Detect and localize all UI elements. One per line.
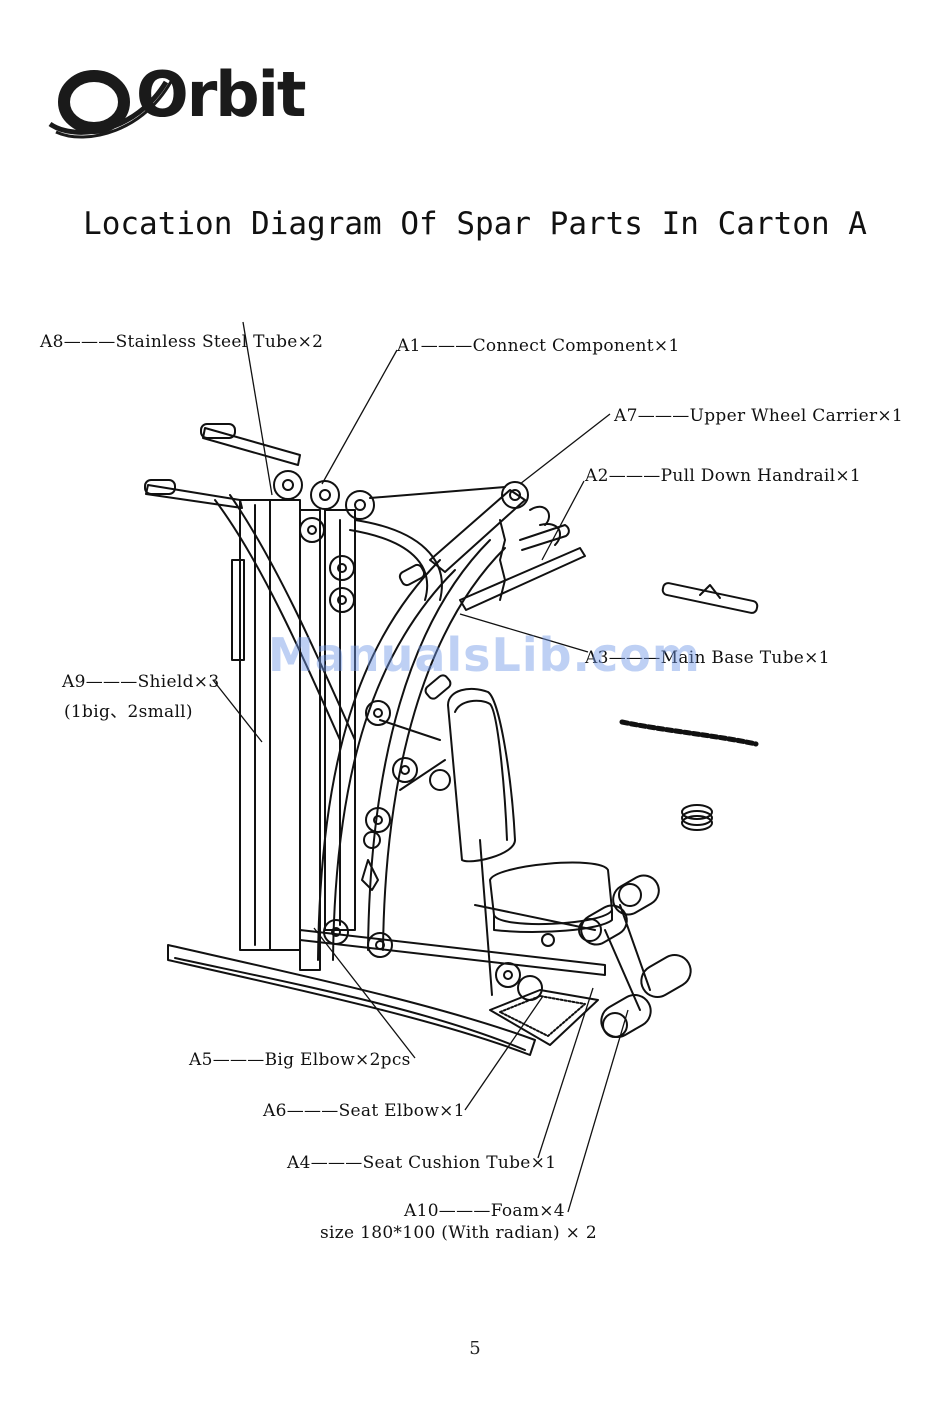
label-a5: A5———Big Elbow×2pcs xyxy=(189,1050,411,1070)
label-a10-detail: size 180*100 (With radian) × 2 xyxy=(320,1223,597,1243)
label-a9-detail: (1big、2small) xyxy=(64,702,193,722)
label-a4: A4———Seat Cushion Tube×1 xyxy=(287,1153,557,1173)
label-a3: A3———Main Base Tube×1 xyxy=(585,648,830,668)
label-a8: A8———Stainless Steel Tube×2 xyxy=(40,332,324,352)
label-a10: A10———Foam×4 xyxy=(404,1201,565,1221)
brand-name: Orbit xyxy=(136,58,307,131)
label-a2: A2———Pull Down Handrail×1 xyxy=(585,466,862,486)
label-a1: A1———Connect Component×1 xyxy=(397,336,680,356)
label-a9: A9———Shield×3 xyxy=(62,672,220,692)
watermark: ManualsLib.com xyxy=(268,628,701,682)
page-number: 5 xyxy=(469,1338,481,1359)
orbit-logo-icon xyxy=(48,70,176,139)
page-title: Location Diagram Of Spar Parts In Carton… xyxy=(83,206,867,242)
label-a6: A6———Seat Elbow×1 xyxy=(263,1101,465,1121)
label-a7: A7———Upper Wheel Carrier×1 xyxy=(614,406,904,426)
